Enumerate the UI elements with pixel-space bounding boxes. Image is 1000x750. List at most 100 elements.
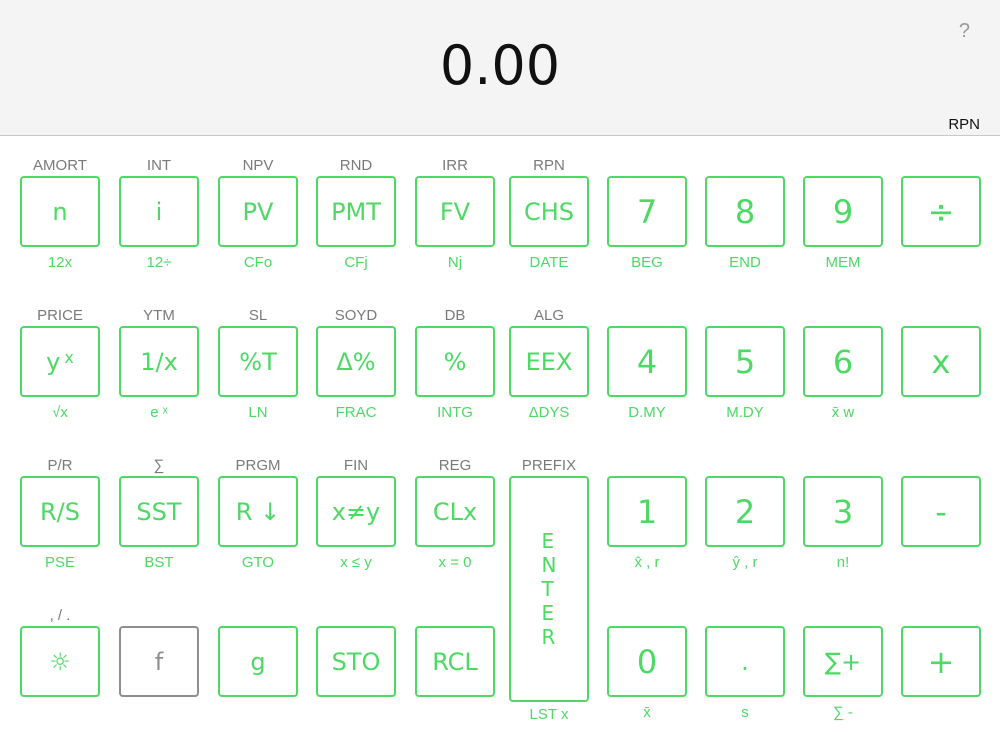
key-swap[interactable]: x≠y [316,476,396,547]
key-fv-bottom-label: Nj [447,254,463,271]
key-chs[interactable]: CHS [509,176,589,247]
key-delta-percent-bottom-label: FRAC [335,404,377,421]
key-2-bottom-label: ŷ , r [732,554,758,571]
key-g[interactable]: g [218,626,298,697]
key-reciprocal-bottom-label: e ˣ [150,404,168,421]
key-eex-top-label: ALG [533,307,564,324]
key-sst[interactable]: SST [119,476,199,547]
key-decimal-bottom-label: s [741,704,749,721]
key-i-bottom-label: 12÷ [146,254,172,271]
key-delta-percent-top-label: SOYD [334,307,378,324]
key-n[interactable]: n [20,176,100,247]
key-yx-bottom-label: √x [52,404,68,421]
key-swap-top-label: FIN [343,457,369,474]
key-rs-top-label: P/R [47,457,73,474]
key-enter-letter: T [541,577,554,601]
key-enter-letter: E [541,601,555,625]
key-multiply[interactable]: x [901,326,981,397]
key-yx-top-label: PRICE [37,307,83,324]
key-reciprocal-top-label: YTM [143,307,175,324]
key-8-bottom-label: END [729,254,761,271]
key-4-bottom-label: D.MY [628,404,666,421]
key-sst-bottom-label: BST [144,554,174,571]
key-pmt-top-label: RND [339,157,373,174]
key-eex-bottom-label: ΔDYS [528,404,570,421]
key-1[interactable]: 1 [607,476,687,547]
key-rcl[interactable]: RCL [415,626,495,697]
key-rs-bottom-label: PSE [44,554,75,571]
key-1-bottom-label: x̂ , r [634,554,660,571]
key-sigma-plus[interactable]: ∑+ [803,626,883,697]
key-clx[interactable]: CLx [415,476,495,547]
key-fv-top-label: IRR [442,157,468,174]
key-yx-base: y [46,347,61,376]
key-percent-total-bottom-label: LN [248,404,268,421]
key-reciprocal[interactable]: 1/x [119,326,199,397]
key-5-bottom-label: M.DY [726,404,764,421]
key-enter-letter: R [541,625,556,649]
key-f[interactable]: f [119,626,199,697]
key-9-bottom-label: MEM [825,254,861,271]
key-subtract[interactable]: - [901,476,981,547]
key-5[interactable]: 5 [705,326,785,397]
key-0-bottom-label: x̄ [643,704,651,721]
key-9[interactable]: 9 [803,176,883,247]
key-fv[interactable]: FV [415,176,495,247]
key-delta-percent[interactable]: Δ% [316,326,396,397]
key-sto[interactable]: STO [316,626,396,697]
key-sigma-plus-bottom-label: ∑ - [833,704,853,721]
key-divide[interactable]: ÷ [901,176,981,247]
key-percent-total[interactable]: %T [218,326,298,397]
key-sst-top-label: ∑ [153,457,165,474]
key-2[interactable]: 2 [705,476,785,547]
key-4[interactable]: 4 [607,326,687,397]
key-n-top-label: AMORT [33,157,87,174]
key-7[interactable]: 7 [607,176,687,247]
key-decimal[interactable]: . [705,626,785,697]
key-swap-bottom-label: x ≤ y [340,554,372,571]
key-enter-letter: E [541,529,555,553]
key-percent-total-top-label: SL [248,307,268,324]
brightness-icon[interactable]: ☼ [20,626,100,697]
key-clx-bottom-label: x = 0 [438,554,472,571]
key-chs-bottom-label: DATE [529,254,569,271]
display-readout: 0.00 [439,34,561,97]
key-brightness-top-label: , / . [49,607,71,624]
key-enter-letter: N [541,553,557,577]
key-6-bottom-label: x̄ w [831,404,855,421]
key-roll-down[interactable]: R ↓ [218,476,298,547]
key-3[interactable]: 3 [803,476,883,547]
key-enter-top-label: PREFIX [521,457,577,474]
key-pv[interactable]: PV [218,176,298,247]
key-yx-exponent: x [64,348,74,367]
key-eex[interactable]: EEX [509,326,589,397]
key-clx-top-label: REG [438,457,472,474]
key-7-bottom-label: BEG [631,254,663,271]
key-n-bottom-label: 12x [47,254,73,271]
mode-indicator: RPN [948,116,980,133]
help-icon[interactable]: ? [958,20,970,42]
key-3-bottom-label: n! [836,554,850,571]
key-percent-top-label: DB [444,307,466,324]
key-i[interactable]: i [119,176,199,247]
key-8[interactable]: 8 [705,176,785,247]
key-rs[interactable]: R/S [20,476,100,547]
key-percent-bottom-label: INTG [437,404,473,421]
key-roll-down-top-label: PRGM [235,457,281,474]
key-6[interactable]: 6 [803,326,883,397]
key-percent[interactable]: % [415,326,495,397]
key-pv-top-label: NPV [242,157,274,174]
key-add[interactable]: + [901,626,981,697]
key-pmt-bottom-label: CFj [344,254,368,271]
key-0[interactable]: 0 [607,626,687,697]
key-pmt[interactable]: PMT [316,176,396,247]
display-panel: 0.00 ? RPN [0,0,1000,136]
key-roll-down-bottom-label: GTO [241,554,275,571]
key-enter-bottom-label: LST x [529,706,569,723]
key-i-top-label: INT [146,157,172,174]
key-pv-bottom-label: CFo [243,254,273,271]
key-chs-top-label: RPN [533,157,565,174]
